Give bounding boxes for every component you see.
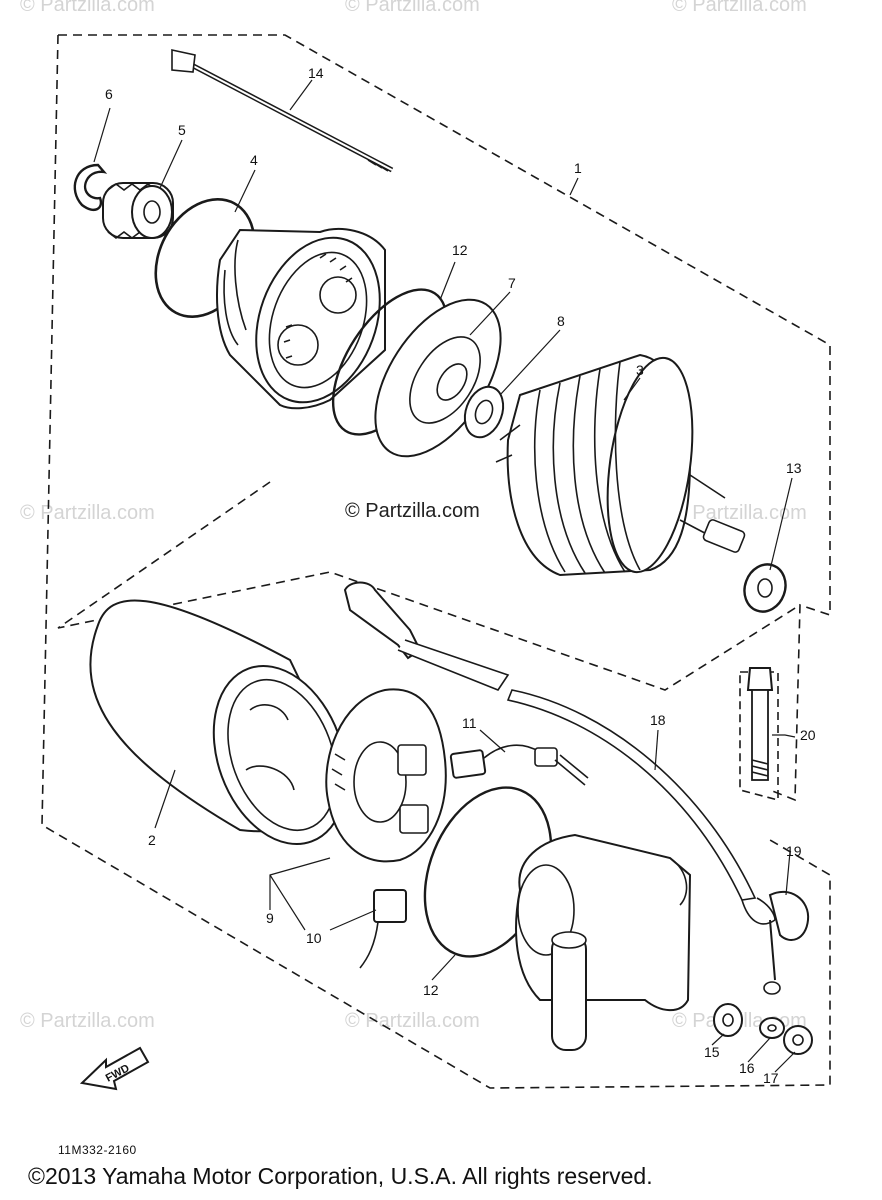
callout-8: 8 <box>557 313 565 329</box>
callout-11: 11 <box>462 715 477 731</box>
washer-16 <box>759 1017 785 1039</box>
callout-12-upper: 12 <box>452 242 468 258</box>
callout-5: 5 <box>178 122 186 138</box>
callout-10: 10 <box>306 930 322 946</box>
fwd-arrow <box>79 1046 150 1091</box>
callout-14: 14 <box>308 65 324 81</box>
lead-wire <box>343 581 781 995</box>
watermark-mid-left: © Partzilla.com <box>20 502 155 524</box>
rear-cover <box>515 833 692 1051</box>
callout-6: 6 <box>105 86 113 102</box>
copyright-notice: ©2013 Yamaha Motor Corporation, U.S.A. A… <box>28 1163 653 1189</box>
callout-2: 2 <box>148 832 156 848</box>
assembly-outline <box>58 34 831 802</box>
washer-8 <box>463 385 505 439</box>
brush-lead <box>449 744 589 786</box>
callout-7: 7 <box>508 275 516 291</box>
armature <box>495 353 746 577</box>
callout-18: 18 <box>650 712 666 728</box>
leader-lines <box>93 79 796 1073</box>
callout-9: 9 <box>266 910 274 926</box>
yoke-housing <box>89 599 357 846</box>
watermark-top-center: © Partzilla.com <box>345 0 480 16</box>
washer-13 <box>743 563 787 613</box>
watermark-top-right: © Partzilla.com <box>672 0 807 16</box>
callout-3: 3 <box>636 362 644 378</box>
front-cover <box>216 228 386 410</box>
circlip <box>73 163 108 212</box>
watermark-bottom-left: © Partzilla.com <box>20 1010 155 1032</box>
watermark-top-left: © Partzilla.com <box>20 0 155 16</box>
diagram-code: 11M332-2160 <box>58 1143 137 1157</box>
watermark-bottom-center: © Partzilla.com <box>345 1010 480 1032</box>
through-bolt <box>171 49 394 173</box>
nut-15 <box>713 1003 743 1037</box>
watermark-mid-right: © Partzilla.com <box>672 502 807 524</box>
brush <box>359 889 407 969</box>
callout-16: 16 <box>739 1060 755 1076</box>
nut-17 <box>783 1025 813 1055</box>
callout-12-lower: 12 <box>423 982 439 998</box>
brush-holder <box>325 688 447 863</box>
callout-4: 4 <box>250 152 258 168</box>
armature-outline <box>57 481 801 691</box>
callout-17: 17 <box>763 1070 779 1086</box>
callout-1: 1 <box>574 160 582 176</box>
callout-20: 20 <box>800 727 816 743</box>
watermark-center: © Partzilla.com <box>345 500 480 522</box>
callout-19: 19 <box>786 843 802 859</box>
callout-13: 13 <box>786 460 802 476</box>
pinion-gear <box>102 182 174 239</box>
terminal-boot <box>768 890 810 941</box>
bolt-20 <box>746 667 774 781</box>
callout-15: 15 <box>704 1044 720 1060</box>
